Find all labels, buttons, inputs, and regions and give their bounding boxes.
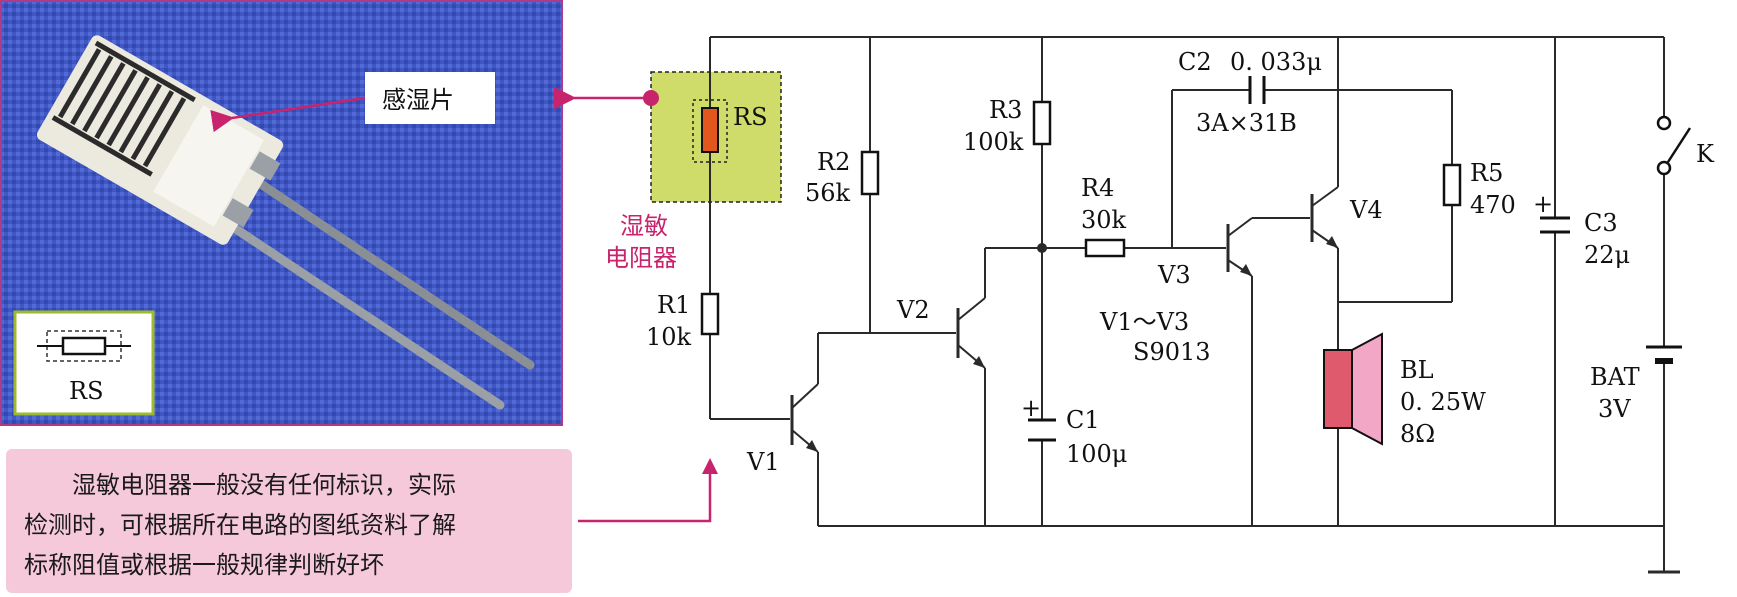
note-line-1: 湿敏电阻器一般没有任何标识，实际 [72,471,456,499]
r2-name: R2 [817,148,850,176]
c1-name: C1 [1066,406,1100,434]
bat-name: BAT [1590,363,1640,391]
r3-body [1032,100,1052,146]
r5-value: 470 [1470,191,1516,219]
v4-label: V4 [1349,196,1383,224]
r5-body [1442,163,1462,207]
bl-power: 0. 25W [1400,388,1486,416]
c3-value: 22μ [1584,241,1630,269]
r3-name: R3 [989,96,1022,124]
schematic [709,36,1680,574]
switch-k [1656,115,1692,176]
r5-name: R5 [1470,159,1503,187]
transistor-arrows [806,236,1338,452]
resistors [700,100,1462,336]
r4-name: R4 [1081,174,1114,202]
battery-symbol [1646,345,1682,364]
bat-voltage: 3V [1598,395,1631,423]
r4-value: 30k [1081,206,1127,234]
bl-impedance: 8Ω [1400,420,1435,448]
capacitors [1028,76,1570,442]
rs-label: RS [733,103,768,131]
c1-value: 100μ [1066,440,1127,468]
v1-label: V1 [746,448,780,476]
rs-body [701,107,719,153]
rs-caption-line1: 湿敏 [620,212,668,240]
rs-caption-line2: 电阻器 [605,244,677,272]
note-line-2: 检测时，可根据所在电路的图纸资料了解 [24,511,456,539]
link-arrows [553,86,718,523]
inset-symbol-label: RS [69,377,104,405]
rs-highlight [650,71,782,203]
c3-name: C3 [1584,209,1618,237]
c2-value: 0. 033μ [1230,48,1322,76]
bl-name: BL [1400,356,1434,384]
junction-dot [1037,243,1047,253]
r1-value: 10k [646,323,692,351]
speaker-bl [1323,332,1383,446]
r1-name: R1 [657,291,690,319]
r2-body [860,150,880,196]
c3-polarity: + [1533,190,1553,218]
callout-label: 感湿片 [382,86,454,114]
r4-body [1084,238,1126,258]
c2-type: 3A×31B [1196,109,1297,137]
c1-polarity: + [1021,394,1041,422]
note-line-3: 标称阻值或根据一般规律判断好坏 [24,551,384,579]
schematic-labels: RS 湿敏 电阻器 R1 10k R2 56k R3 100k R4 30k R… [605,48,1715,476]
k-label: K [1696,140,1715,168]
detection-note: 湿敏电阻器一般没有任何标识，实际 检测时，可根据所在电路的图纸资料了解 标称阻值… [6,449,572,593]
r2-value: 56k [805,179,851,207]
transistor-part: S9013 [1133,338,1211,366]
v3-label: V3 [1157,261,1191,289]
transistor-range: V1～V3 [1099,308,1189,336]
inset-rs-symbol: RS [13,310,155,416]
v2-label: V2 [896,296,930,324]
r1-body [700,292,720,336]
humidity-film-callout: 感湿片 [210,72,495,133]
c2-name: C2 [1178,48,1212,76]
r3-value: 100k [963,128,1024,156]
